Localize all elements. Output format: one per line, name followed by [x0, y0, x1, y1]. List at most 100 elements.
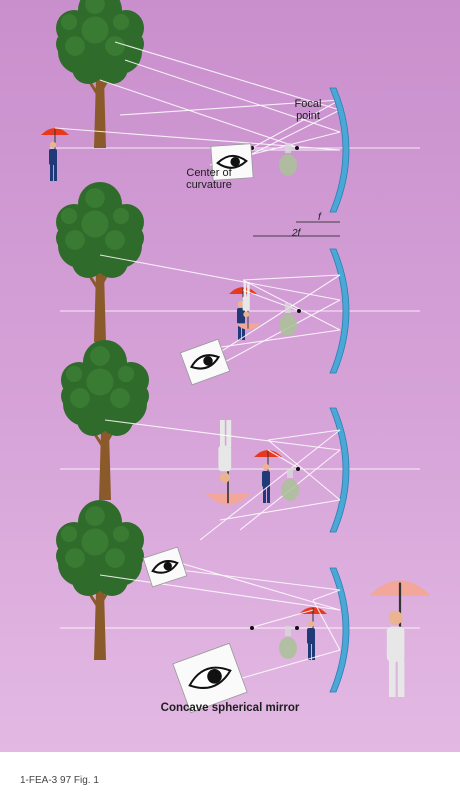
tree-foliage: [72, 52, 104, 84]
foliage-highlight: [117, 365, 135, 383]
diagram-title: Concave spherical mirror: [160, 702, 300, 714]
focal-point-dot: [295, 626, 299, 630]
reflected-image: [281, 479, 299, 501]
foliage-highlight: [65, 230, 85, 250]
person-leg: [247, 282, 250, 298]
person-leg: [220, 420, 225, 448]
tree-foliage: [72, 246, 104, 278]
radius-label: 2f: [292, 228, 301, 239]
tree: [56, 500, 144, 660]
light-ray: [312, 599, 341, 651]
light-ray: [242, 289, 301, 312]
figure-caption: 1-FEA-3 97 Fig. 1: [20, 775, 99, 786]
tree-foliage: [77, 404, 109, 436]
person-leg: [308, 643, 311, 660]
light-ray: [99, 254, 341, 301]
light-ray: [99, 574, 341, 611]
person-head: [237, 300, 245, 308]
eye-pupil: [230, 157, 240, 167]
person-torso: [242, 296, 250, 311]
person-head: [262, 463, 270, 471]
mirror-diagram: [41, 0, 431, 714]
eye-pupil: [163, 561, 172, 571]
light-ray: [54, 127, 341, 151]
light-ray: [104, 419, 341, 451]
light-ray: [199, 329, 341, 351]
tree-foliage: [72, 564, 104, 596]
light-ray: [267, 429, 341, 441]
focal-point-dot: [296, 467, 300, 471]
person-torso: [262, 471, 270, 487]
reflected-image: [279, 637, 297, 659]
person-head: [243, 311, 250, 318]
foliage-highlight: [60, 525, 78, 543]
focal-point-label: Focal point: [294, 98, 322, 122]
light-ray: [169, 559, 341, 611]
light-ray: [242, 279, 341, 331]
person-leg: [50, 164, 53, 181]
person-head: [219, 472, 230, 483]
person-leg: [267, 486, 270, 503]
tree: [56, 182, 144, 342]
foliage-highlight: [112, 207, 130, 225]
focal-point-dot: [295, 146, 299, 150]
concave-mirror: [329, 567, 350, 693]
reflected-image: [287, 468, 293, 478]
focal-point-dot: [297, 309, 301, 313]
person-leg: [243, 282, 247, 298]
reflected-image: [285, 626, 291, 636]
foliage-highlight: [65, 365, 83, 383]
person: [41, 128, 69, 181]
eye-icon: [179, 338, 231, 386]
foliage-highlight: [81, 16, 109, 44]
light-ray: [267, 449, 301, 470]
concave-mirror: [329, 248, 350, 374]
person-leg: [312, 643, 315, 660]
light-ray: [199, 429, 341, 541]
foliage-highlight: [105, 36, 125, 56]
foliage-highlight: [110, 388, 130, 408]
foliage-highlight: [70, 388, 90, 408]
foliage-highlight: [105, 230, 125, 250]
tree: [61, 340, 149, 500]
light-ray: [209, 299, 341, 371]
eye-icon: [172, 642, 248, 714]
person-leg: [242, 323, 245, 340]
foliage-highlight: [85, 188, 105, 208]
person-head: [388, 610, 403, 625]
person-leg: [226, 420, 232, 448]
tree-foliage: [96, 564, 128, 596]
person-head: [307, 620, 315, 628]
foliage-highlight: [60, 13, 78, 31]
foliage-highlight: [86, 368, 114, 396]
person: [205, 420, 251, 505]
person: [229, 287, 257, 340]
light-ray: [312, 589, 341, 601]
reflected-image: [285, 143, 291, 153]
light-ray: [242, 274, 341, 281]
person-torso: [237, 308, 245, 324]
foliage-highlight: [85, 506, 105, 526]
person-torso: [49, 149, 57, 165]
eye-icon: [142, 546, 188, 588]
person-leg: [54, 164, 57, 181]
light-ray: [179, 569, 341, 591]
foliage-highlight: [60, 207, 78, 225]
foliage-highlight: [112, 525, 130, 543]
tree: [56, 0, 144, 148]
foliage-highlight: [65, 548, 85, 568]
center-dot: [250, 626, 254, 630]
tree-foliage: [101, 404, 133, 436]
light-ray: [199, 274, 341, 366]
light-ray: [219, 499, 341, 521]
reflected-image: [279, 154, 297, 176]
focal-length-label: f: [318, 212, 321, 223]
light-ray: [119, 99, 341, 116]
person-torso: [386, 626, 405, 662]
tree-foliage: [96, 246, 128, 278]
light-ray: [114, 41, 341, 111]
center-of-curvature-label: Center of curvature: [186, 167, 232, 191]
person-leg: [238, 323, 241, 340]
reflected-image: [279, 314, 297, 336]
foliage-highlight: [65, 36, 85, 56]
